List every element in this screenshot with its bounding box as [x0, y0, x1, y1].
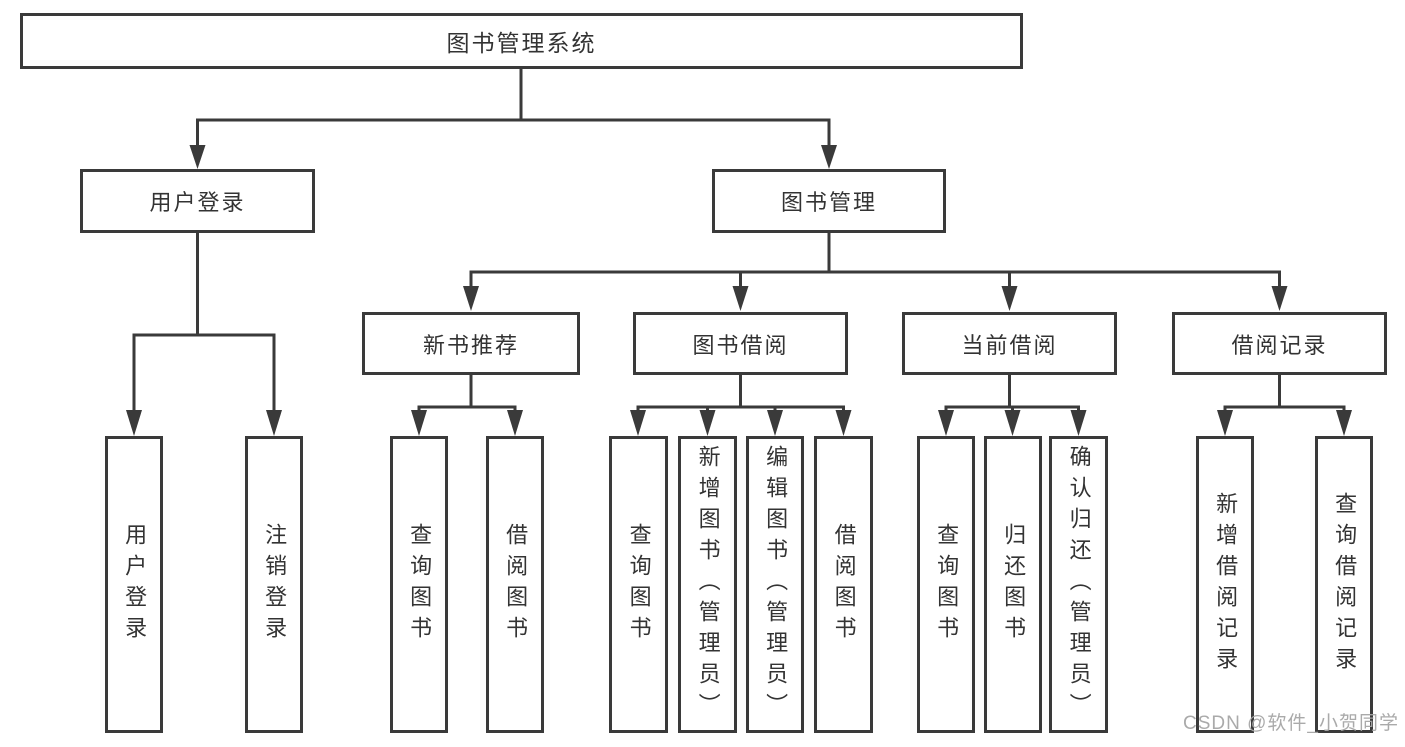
leaf-return-book: 归还图书	[984, 436, 1042, 733]
leaf-return-book-label: 归还图书	[1001, 522, 1027, 647]
leaf-borrow-book-2-label: 借阅图书	[831, 522, 857, 647]
leaf-add-borrow-record: 新增借阅记录	[1196, 436, 1254, 733]
leaf-query-book-1: 查询图书	[390, 436, 448, 733]
arrow-down-icon	[189, 145, 206, 169]
leaf-query-book-3: 查询图书	[917, 436, 975, 733]
arrow-down-icon	[266, 410, 282, 436]
leaf-query-book-2-label: 查询图书	[626, 522, 652, 647]
arrow-down-icon	[411, 410, 427, 436]
arrow-down-icon	[1004, 410, 1021, 436]
leaf-add-book-admin: 新增图书（管理员）	[678, 436, 737, 733]
node-borrow-record: 借阅记录	[1172, 312, 1387, 375]
connector-root-branch	[196, 118, 831, 150]
arrow-down-icon	[1336, 410, 1352, 436]
leaf-add-book-admin-label: 新增图书（管理员）	[695, 445, 721, 724]
node-book-borrow: 图书借阅	[633, 312, 848, 375]
leaf-query-borrow-record: 查询借阅记录	[1315, 436, 1373, 733]
arrow-down-icon	[1217, 410, 1233, 436]
arrow-down-icon	[938, 410, 954, 436]
arrow-down-icon	[767, 410, 783, 436]
leaf-borrow-book-1: 借阅图书	[486, 436, 544, 733]
leaf-edit-book-admin: 编辑图书（管理员）	[746, 436, 804, 733]
leaf-confirm-return-admin: 确认归还（管理员）	[1049, 436, 1108, 733]
arrow-down-icon	[821, 145, 837, 169]
leaf-confirm-return-admin-label: 确认归还（管理员）	[1066, 445, 1092, 724]
node-root-label: 图书管理系统	[446, 30, 597, 56]
csdn-watermark: CSDN @软件_小贺同学	[1183, 713, 1399, 734]
leaf-borrow-book-1-label: 借阅图书	[503, 522, 529, 647]
node-book-management-label: 图书管理	[780, 190, 877, 215]
node-book-management: 图书管理	[712, 169, 946, 233]
leaf-logout-label: 注销登录	[262, 522, 288, 647]
connector-new-book-branch	[417, 405, 517, 414]
arrow-down-icon	[835, 410, 852, 436]
connector-borrow-record-branch	[1223, 405, 1346, 414]
leaf-query-book-3-label: 查询图书	[934, 522, 960, 647]
connector-book-borrow-branch	[636, 405, 845, 414]
node-current-borrow: 当前借阅	[902, 312, 1117, 375]
node-new-book-recommend: 新书推荐	[362, 312, 580, 375]
node-user-login: 用户登录	[80, 169, 315, 233]
leaf-query-borrow-record-label: 查询借阅记录	[1332, 491, 1358, 678]
arrow-down-icon	[1001, 286, 1018, 311]
arrow-down-icon	[507, 410, 523, 436]
leaf-add-borrow-record-label: 新增借阅记录	[1213, 491, 1239, 678]
node-user-login-label: 用户登录	[149, 190, 246, 215]
arrow-down-icon	[630, 410, 646, 436]
arrow-down-icon	[1070, 410, 1087, 436]
node-current-borrow-label: 当前借阅	[961, 332, 1058, 358]
arrow-down-icon	[463, 286, 479, 311]
leaf-edit-book-admin-label: 编辑图书（管理员）	[763, 445, 789, 724]
leaf-query-book-1-label: 查询图书	[407, 522, 433, 647]
connector-user-login-branch	[132, 333, 276, 413]
node-new-book-recommend-label: 新书推荐	[422, 332, 519, 358]
arrow-down-icon	[699, 410, 716, 436]
leaf-user-login-label: 用户登录	[122, 522, 148, 647]
leaf-query-book-2: 查询图书	[609, 436, 668, 733]
node-borrow-record-label: 借阅记录	[1231, 332, 1328, 358]
arrow-down-icon	[126, 410, 142, 436]
arrow-down-icon	[1271, 286, 1288, 311]
arrowheads	[126, 145, 1352, 436]
connector-book-mgmt-branch	[469, 270, 1281, 289]
leaf-user-login: 用户登录	[105, 436, 163, 733]
leaf-logout: 注销登录	[245, 436, 303, 733]
node-root: 图书管理系统	[20, 13, 1023, 69]
leaf-borrow-book-2: 借阅图书	[814, 436, 873, 733]
arrow-down-icon	[732, 286, 749, 311]
node-book-borrow-label: 图书借阅	[692, 332, 789, 358]
